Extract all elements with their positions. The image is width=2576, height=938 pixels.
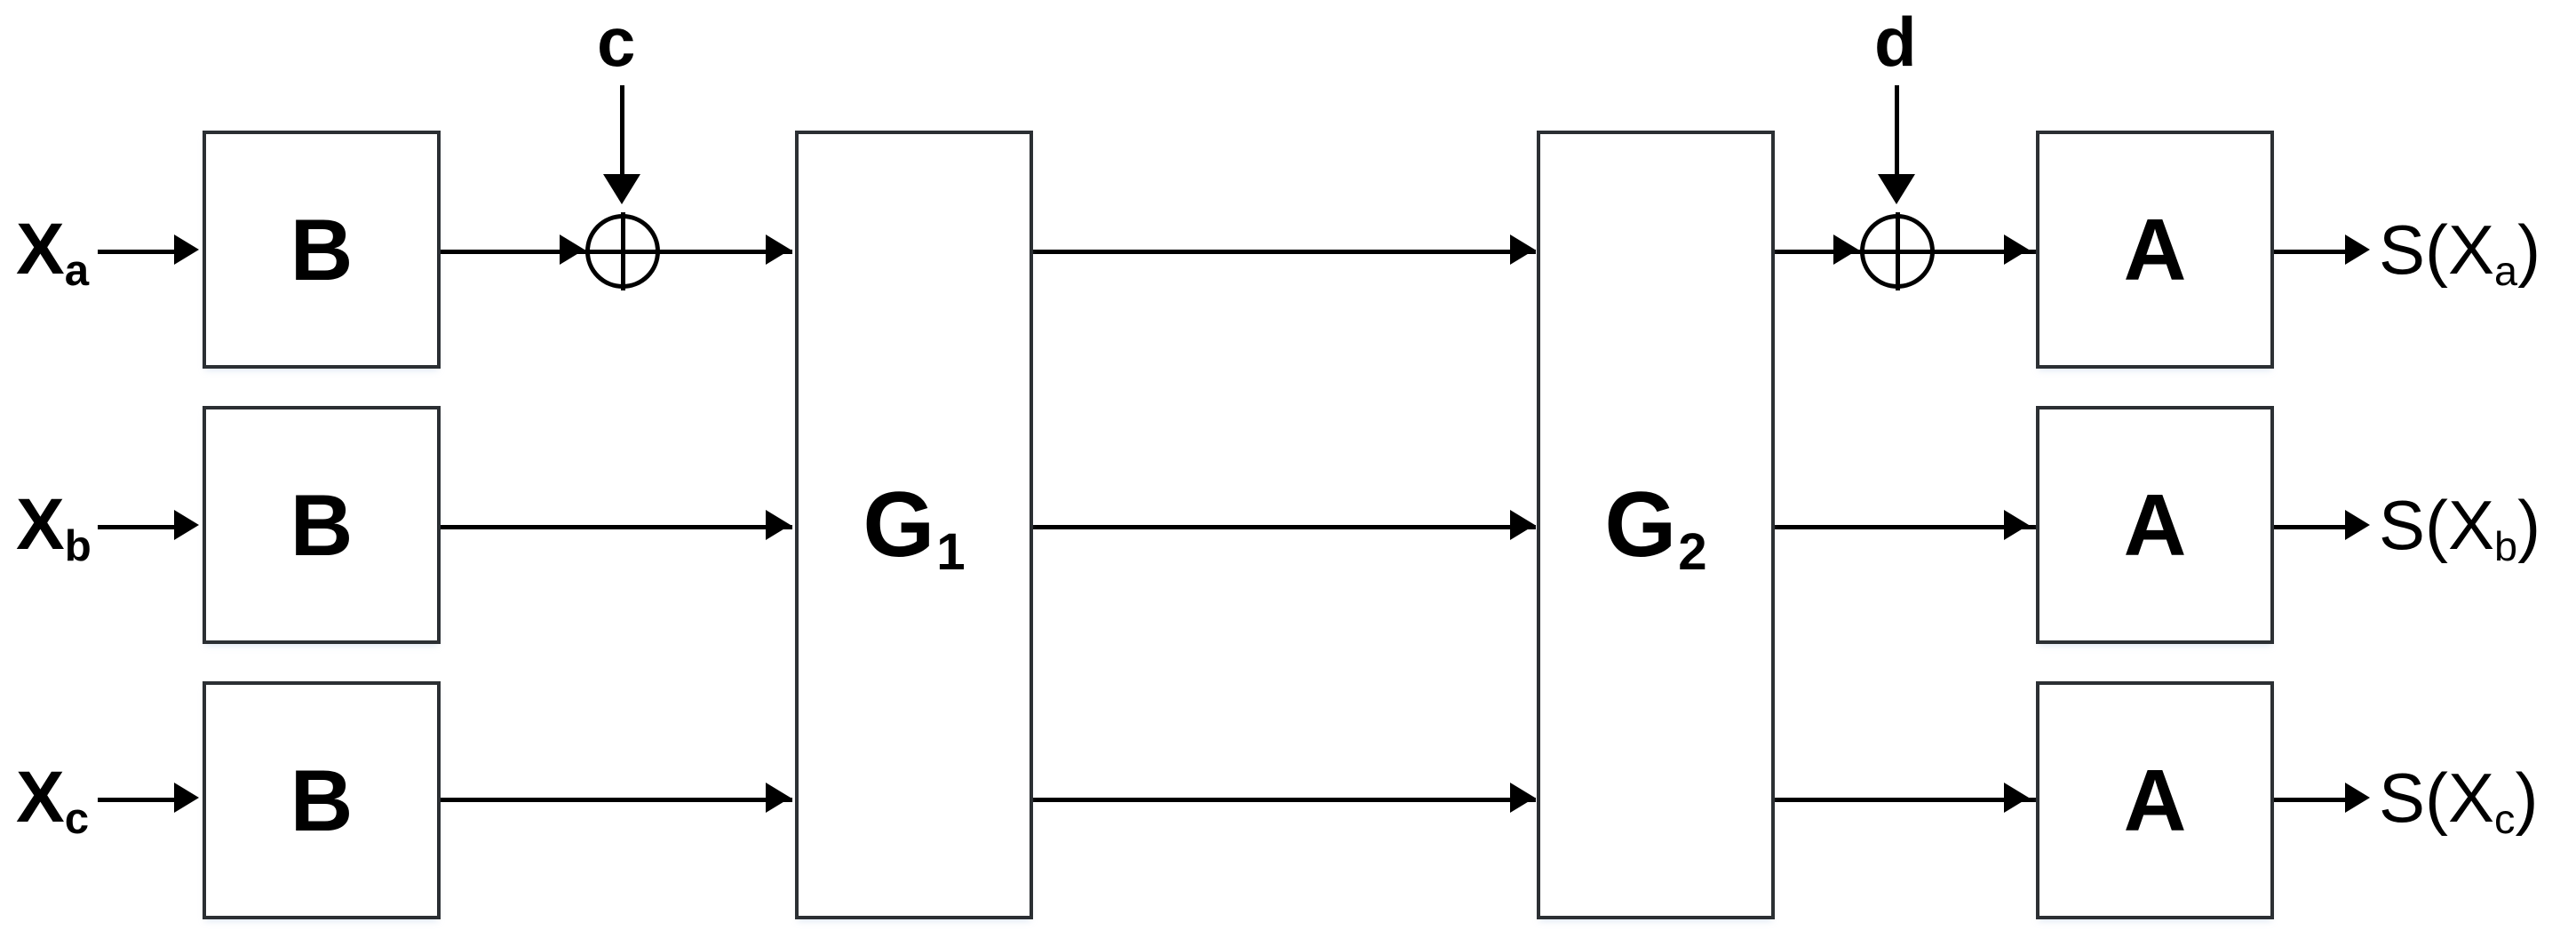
input-label-row-c: Xc [16, 761, 89, 841]
block-b-row-c-label: B [290, 751, 354, 849]
wire-key-c-to-xor1 [620, 85, 624, 190]
block-a-row-c[interactable]: A [2036, 681, 2274, 919]
wire-b-c-to-g1 [441, 798, 792, 802]
block-a-row-b-label: A [2123, 476, 2187, 574]
block-b-row-a[interactable]: B [203, 131, 441, 369]
arrowhead-g2-to-xor2 [1833, 234, 1858, 265]
xor-gate-1[interactable] [584, 212, 662, 290]
wire-a-to-output-b [2274, 525, 2361, 529]
wire-input-a-to-b [98, 250, 178, 254]
input-label-row-c-sub: c [64, 794, 90, 844]
wire-b-a-to-xor1 [441, 250, 592, 254]
arrowhead-a-to-output-c [2345, 783, 2370, 813]
wire-b-b-to-g1 [441, 525, 792, 529]
arrowhead-g1-to-g2-row-c [1510, 783, 1535, 813]
arrowhead-key-c-to-xor1 [603, 174, 640, 204]
block-g2-label: G2 [1604, 479, 1706, 578]
key-label-c: c [597, 3, 636, 81]
arrowhead-g2-to-a-row-b [2004, 510, 2029, 540]
arrowhead-b-c-to-g1 [766, 783, 791, 813]
wire-g1-to-g2-row-b [1033, 525, 1536, 529]
arrowhead-input-a-to-b [174, 234, 199, 265]
block-b-row-b-label: B [290, 476, 354, 574]
arrowhead-b-a-to-xor1 [560, 234, 584, 265]
wire-xor2-to-a [1934, 250, 2039, 254]
input-label-row-a: Xa [16, 213, 89, 293]
wire-key-d-to-xor2 [1895, 85, 1899, 190]
wire-g2-to-a-row-b [1775, 525, 2039, 529]
output-label-row-c-sub: c [2494, 795, 2516, 842]
arrowhead-b-b-to-g1 [766, 510, 791, 540]
output-label-row-a: S(Xa) [2379, 215, 2540, 291]
block-g2-label-sub: 2 [1678, 523, 1707, 582]
output-label-row-b: S(Xb) [2379, 490, 2540, 567]
wire-input-b-to-b [98, 525, 178, 529]
block-g2-label-base: G [1604, 473, 1677, 576]
block-g1-label: G1 [863, 479, 965, 578]
input-label-row-b-sub: b [64, 521, 91, 571]
input-label-row-b: Xb [16, 489, 91, 568]
input-label-row-c-base: X [16, 757, 65, 838]
wire-a-to-output-c [2274, 798, 2361, 802]
block-g1-label-sub: 1 [936, 523, 966, 582]
arrowhead-g2-to-a-row-c [2004, 783, 2029, 813]
output-label-row-b-sub: b [2494, 522, 2518, 569]
wire-xor1-to-g1 [659, 250, 792, 254]
block-g1-label-base: G [863, 473, 935, 576]
block-a-row-a[interactable]: A [2036, 131, 2274, 369]
block-b-row-a-label: B [290, 201, 354, 298]
wire-g1-to-g2-row-a [1033, 250, 1536, 254]
wire-input-c-to-b [98, 798, 178, 802]
block-b-row-c[interactable]: B [203, 681, 441, 919]
arrowhead-a-to-output-a [2345, 234, 2370, 265]
input-label-row-a-sub: a [64, 246, 90, 296]
input-label-row-b-base: X [16, 484, 65, 565]
wire-g2-to-a-row-c [1775, 798, 2039, 802]
arrowhead-g1-to-g2-row-b [1510, 510, 1535, 540]
output-label-row-b-tail: ) [2517, 486, 2541, 564]
wire-g1-to-g2-row-c [1033, 798, 1536, 802]
input-label-row-a-base: X [16, 209, 65, 290]
block-a-row-a-label: A [2123, 201, 2187, 298]
arrowhead-key-d-to-xor2 [1878, 174, 1915, 204]
wire-a-to-output-a [2274, 250, 2361, 254]
block-a-row-c-label: A [2123, 751, 2187, 849]
output-label-row-a-base: S(X [2379, 211, 2495, 289]
xor-gate-2[interactable] [1858, 212, 1936, 290]
arrowhead-a-to-output-b [2345, 510, 2370, 540]
output-label-row-b-base: S(X [2379, 486, 2495, 564]
arrowhead-input-c-to-b [174, 783, 199, 813]
arrowhead-g1-to-g2-row-a [1510, 234, 1535, 265]
wire-g2-to-xor2 [1775, 250, 1864, 254]
block-g2[interactable]: G2 [1537, 131, 1775, 919]
output-label-row-c: S(Xc) [2379, 763, 2538, 839]
key-label-d: d [1874, 3, 1917, 81]
block-a-row-b[interactable]: A [2036, 406, 2274, 644]
arrowhead-xor1-to-g1 [766, 234, 791, 265]
arrowhead-input-b-to-b [174, 510, 199, 540]
arrowhead-xor2-to-a [2004, 234, 2029, 265]
block-b-row-b[interactable]: B [203, 406, 441, 644]
block-g1[interactable]: G1 [795, 131, 1033, 919]
output-label-row-a-tail: ) [2517, 211, 2541, 289]
output-label-row-c-base: S(X [2379, 759, 2495, 837]
output-label-row-a-sub: a [2494, 247, 2518, 294]
output-label-row-c-tail: ) [2515, 759, 2539, 837]
